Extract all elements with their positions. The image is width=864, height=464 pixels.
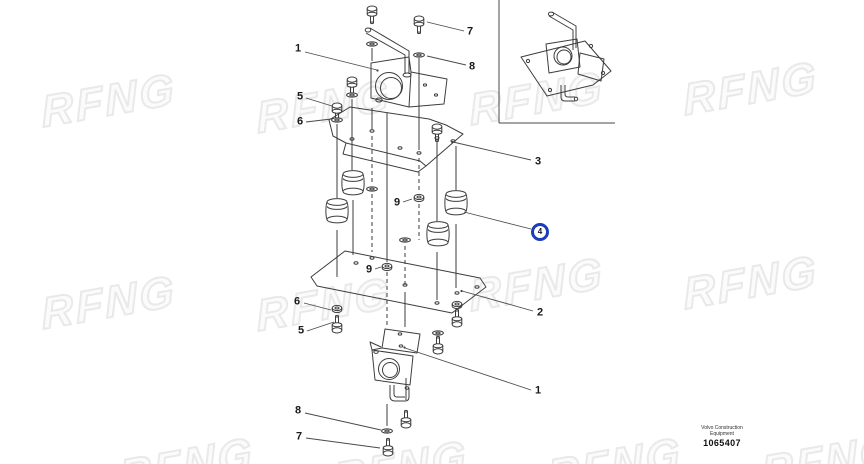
callout-8-top[interactable]: 8: [468, 60, 476, 73]
callout-4-highlighted[interactable]: 4: [531, 223, 549, 241]
callout-1-bottom[interactable]: 1: [534, 384, 542, 397]
upper-plate: [328, 106, 464, 173]
publisher-line2: Equipment: [710, 431, 734, 437]
callout-7-bottom[interactable]: 7: [295, 430, 303, 443]
callout-6-bottom[interactable]: 6: [293, 295, 301, 308]
callout-8-bottom[interactable]: 8: [294, 404, 302, 417]
callout-6-top[interactable]: 6: [296, 115, 304, 128]
callout-1-top[interactable]: 1: [294, 42, 302, 55]
callout-5-top[interactable]: 5: [296, 90, 304, 103]
lower-plate: [310, 250, 487, 314]
callout-9-upper[interactable]: 9: [393, 196, 401, 209]
inset-assembled-view: [520, 11, 612, 102]
fasteners: [331, 5, 463, 457]
inset-box: [498, 0, 615, 124]
callout-4-label: 4: [537, 227, 543, 236]
callout-9-lower[interactable]: 9: [365, 263, 373, 276]
callout-3[interactable]: 3: [534, 155, 542, 168]
document-number: 1065407: [703, 438, 741, 448]
leader-lines: [303, 21, 534, 449]
publisher-line1: Volvo Construction: [701, 425, 743, 431]
lower-bracket-assembly: [369, 328, 421, 402]
footer-info: Volvo Construction Equipment 1065407: [672, 425, 772, 448]
callout-2[interactable]: 2: [536, 306, 544, 319]
top-bracket-assembly: [364, 27, 448, 108]
callout-5-bottom[interactable]: 5: [297, 324, 305, 337]
callout-7-top[interactable]: 7: [466, 25, 474, 38]
